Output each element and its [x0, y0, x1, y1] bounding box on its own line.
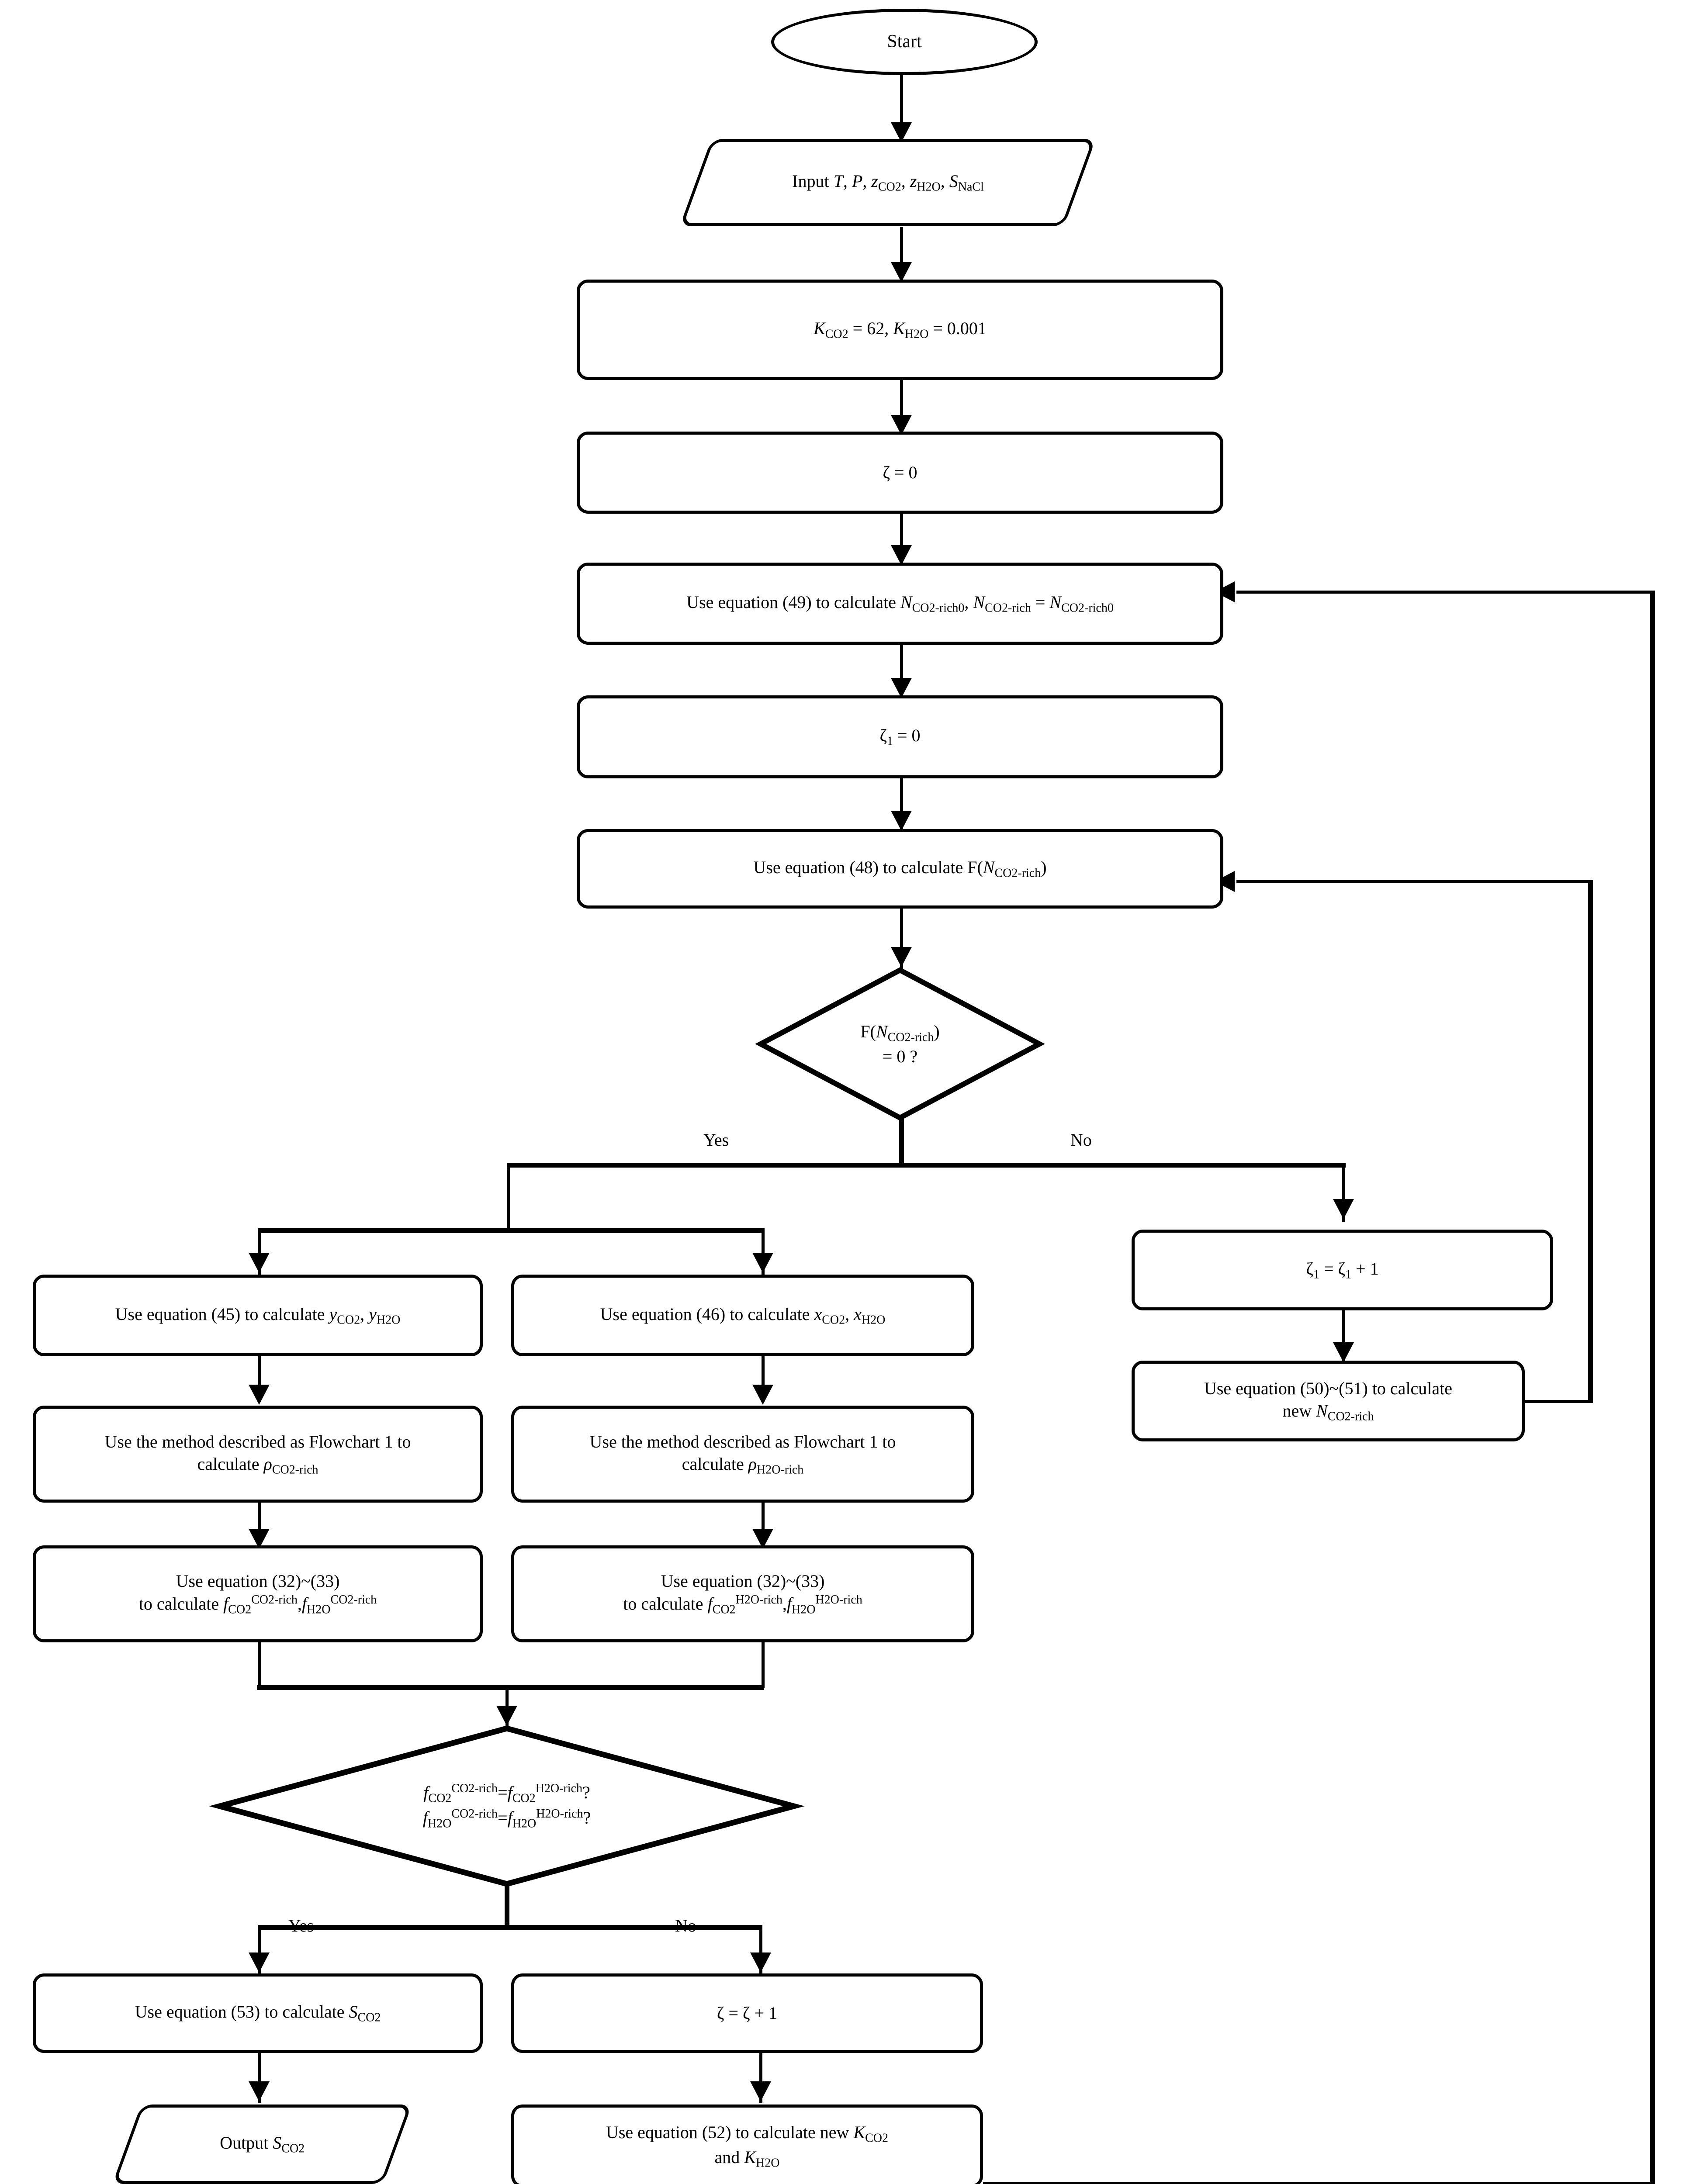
node-flowchart1-co2rich-label: Use the method described as Flowchart 1 …: [104, 1431, 411, 1477]
connector-kinit-to-zeta: [900, 380, 903, 432]
arrowhead-eq53: [249, 1952, 270, 1973]
node-decision-1[interactable]: F(NCO2-rich)= 0 ?: [786, 1005, 1014, 1083]
node-eq48-label: Use equation (48) to calculate F(NCO2-ri…: [753, 857, 1047, 880]
connector-inner-loop-in: [1236, 880, 1589, 883]
connector-yes-left-leg: [258, 1228, 261, 1276]
node-decision-2[interactable]: fCO2CO2-rich=fCO2H2O-rich?fH2OCO2-rich=f…: [275, 1762, 738, 1850]
decision-1-shape: [755, 967, 1045, 1121]
node-start[interactable]: Start: [771, 9, 1038, 75]
node-flowchart1-h2orich-label: Use the method described as Flowchart 1 …: [589, 1431, 896, 1477]
connector-inner-loop-out: [1525, 1400, 1591, 1403]
node-start-label: Start: [887, 31, 922, 52]
connector-fc1h2o-to-eq3233h2o: [762, 1503, 765, 1546]
connector-outer-loop-out: [983, 2182, 1653, 2184]
arrowhead-eq45: [249, 1253, 270, 1273]
connector-outer-loop-up: [1650, 591, 1655, 2184]
node-eq32-33-co2rich[interactable]: Use equation (32)~(33)to calculate fCO2C…: [33, 1545, 483, 1642]
arrowhead-zeta1: [891, 678, 912, 698]
connector-dec1-split-bar: [507, 1163, 1346, 1168]
node-k-init-label: KCO2 = 62, KH2O = 0.001: [814, 318, 987, 341]
branch-label-no-1: No: [1070, 1130, 1092, 1150]
node-input-label: Input T, P, zCO2, zH2O, SNaCl: [792, 171, 984, 194]
node-decision-1-label: F(NCO2-rich)= 0 ?: [860, 1021, 940, 1067]
connector-merge-left: [258, 1642, 261, 1688]
connector-dec1-stem: [899, 1118, 904, 1166]
node-zeta-increment-label: ζ = ζ + 1: [717, 2003, 778, 2023]
branch-label-yes-2: Yes: [288, 1916, 314, 1935]
arrowhead-kinit: [891, 262, 912, 282]
connector-zeta1-to-eq48: [900, 778, 903, 830]
connector-outer-loop-in: [1236, 591, 1652, 594]
node-decision-2-label: fCO2CO2-rich=fCO2H2O-rich?fH2OCO2-rich=f…: [422, 1781, 591, 1831]
arrowhead-zeta-inc: [750, 1952, 771, 1973]
arrowhead-dec2: [496, 1706, 517, 1726]
node-eq32-33-h2orich-label: Use equation (32)~(33)to calculate fCO2H…: [623, 1571, 862, 1617]
node-zeta-zero[interactable]: ζ = 0: [577, 432, 1223, 514]
connector-fc1co2-to-eq3233co2: [258, 1503, 261, 1546]
connector-merge-right: [762, 1642, 765, 1688]
connector-dec2-split-bar: [258, 1925, 762, 1930]
arrowhead-eq5051: [1333, 1342, 1354, 1362]
node-output[interactable]: Output SCO2: [112, 2105, 412, 2184]
node-zeta1-increment-label: ζ1 = ζ1 + 1: [1306, 1258, 1379, 1282]
connector-start-to-input: [900, 74, 903, 140]
branch-label-yes-1: Yes: [703, 1130, 729, 1150]
connector-eq53-to-output: [258, 2053, 261, 2103]
node-eq32-33-co2rich-label: Use equation (32)~(33)to calculate fCO2C…: [138, 1571, 377, 1617]
node-output-label: Output SCO2: [219, 2133, 305, 2156]
arrowhead-fc1co2: [249, 1385, 270, 1405]
node-eq49[interactable]: Use equation (49) to calculate NCO2-rich…: [577, 563, 1223, 645]
arrowhead-eq46: [752, 1253, 773, 1273]
node-zeta1-zero[interactable]: ζ1 = 0: [577, 695, 1223, 778]
arrowhead-eq52: [750, 2081, 771, 2101]
decision-2-shape: [209, 1725, 805, 1887]
connector-eq45-to-fc1co2: [258, 1356, 261, 1402]
node-flowchart1-h2orich[interactable]: Use the method described as Flowchart 1 …: [511, 1406, 974, 1503]
node-input[interactable]: Input T, P, zCO2, zH2O, SNaCl: [679, 139, 1096, 226]
arrowhead-dec1: [891, 947, 912, 967]
node-zeta-zero-label: ζ = 0: [883, 463, 917, 483]
node-eq48[interactable]: Use equation (48) to calculate F(NCO2-ri…: [577, 829, 1223, 909]
node-eq45[interactable]: Use equation (45) to calculate yCO2, yH2…: [33, 1275, 483, 1356]
arrowhead-zeta1-inc: [1333, 1199, 1354, 1219]
node-eq46-label: Use equation (46) to calculate xCO2, xH2…: [600, 1304, 886, 1327]
node-zeta1-zero-label: ζ1 = 0: [879, 726, 921, 748]
node-eq49-label: Use equation (49) to calculate NCO2-rich…: [686, 592, 1114, 615]
node-eq53[interactable]: Use equation (53) to calculate SCO2: [33, 1973, 483, 2053]
connector-yes-right-leg: [762, 1228, 765, 1276]
arrowhead-output: [249, 2081, 270, 2101]
connector-zeta-to-eq49: [900, 513, 903, 563]
connector-input-to-kinit: [900, 227, 903, 280]
node-eq32-33-h2orich[interactable]: Use equation (32)~(33)to calculate fCO2H…: [511, 1545, 974, 1642]
connector-dec1-no-leg: [1342, 1163, 1345, 1222]
branch-label-no-2: No: [675, 1916, 696, 1935]
node-flowchart1-co2rich[interactable]: Use the method described as Flowchart 1 …: [33, 1406, 483, 1503]
connector-inner-loop-up: [1588, 880, 1593, 1403]
connector-dec2-yes-leg: [258, 1925, 261, 1975]
connector-eq46-to-fc1h2o: [762, 1356, 765, 1402]
node-eq46[interactable]: Use equation (46) to calculate xCO2, xH2…: [511, 1275, 974, 1356]
connector-dec2-stem: [505, 1874, 509, 1928]
arrowhead-eq48: [891, 811, 912, 831]
node-eq45-label: Use equation (45) to calculate yCO2, yH2…: [115, 1304, 401, 1327]
arrowhead-fc1h2o: [752, 1385, 773, 1405]
arrowhead-eq49: [891, 545, 912, 565]
connector-merge-bar: [257, 1685, 764, 1690]
node-eq53-label: Use equation (53) to calculate SCO2: [135, 2002, 381, 2025]
connector-dec1-yes-leg: [507, 1163, 510, 1233]
node-zeta-increment[interactable]: ζ = ζ + 1: [511, 1973, 983, 2053]
connector-zeta1inc-to-eq5051: [1342, 1310, 1345, 1361]
connector-eq48-to-dec1: [900, 909, 903, 970]
connector-eq49-to-zeta1: [900, 644, 903, 697]
connector-zetainc-to-eq52: [759, 2053, 762, 2103]
connector-dec2-no-leg: [759, 1925, 762, 1975]
node-k-init[interactable]: KCO2 = 62, KH2O = 0.001: [577, 280, 1223, 380]
node-zeta1-increment[interactable]: ζ1 = ζ1 + 1: [1132, 1230, 1553, 1310]
connector-yes-split-bar: [258, 1228, 765, 1233]
